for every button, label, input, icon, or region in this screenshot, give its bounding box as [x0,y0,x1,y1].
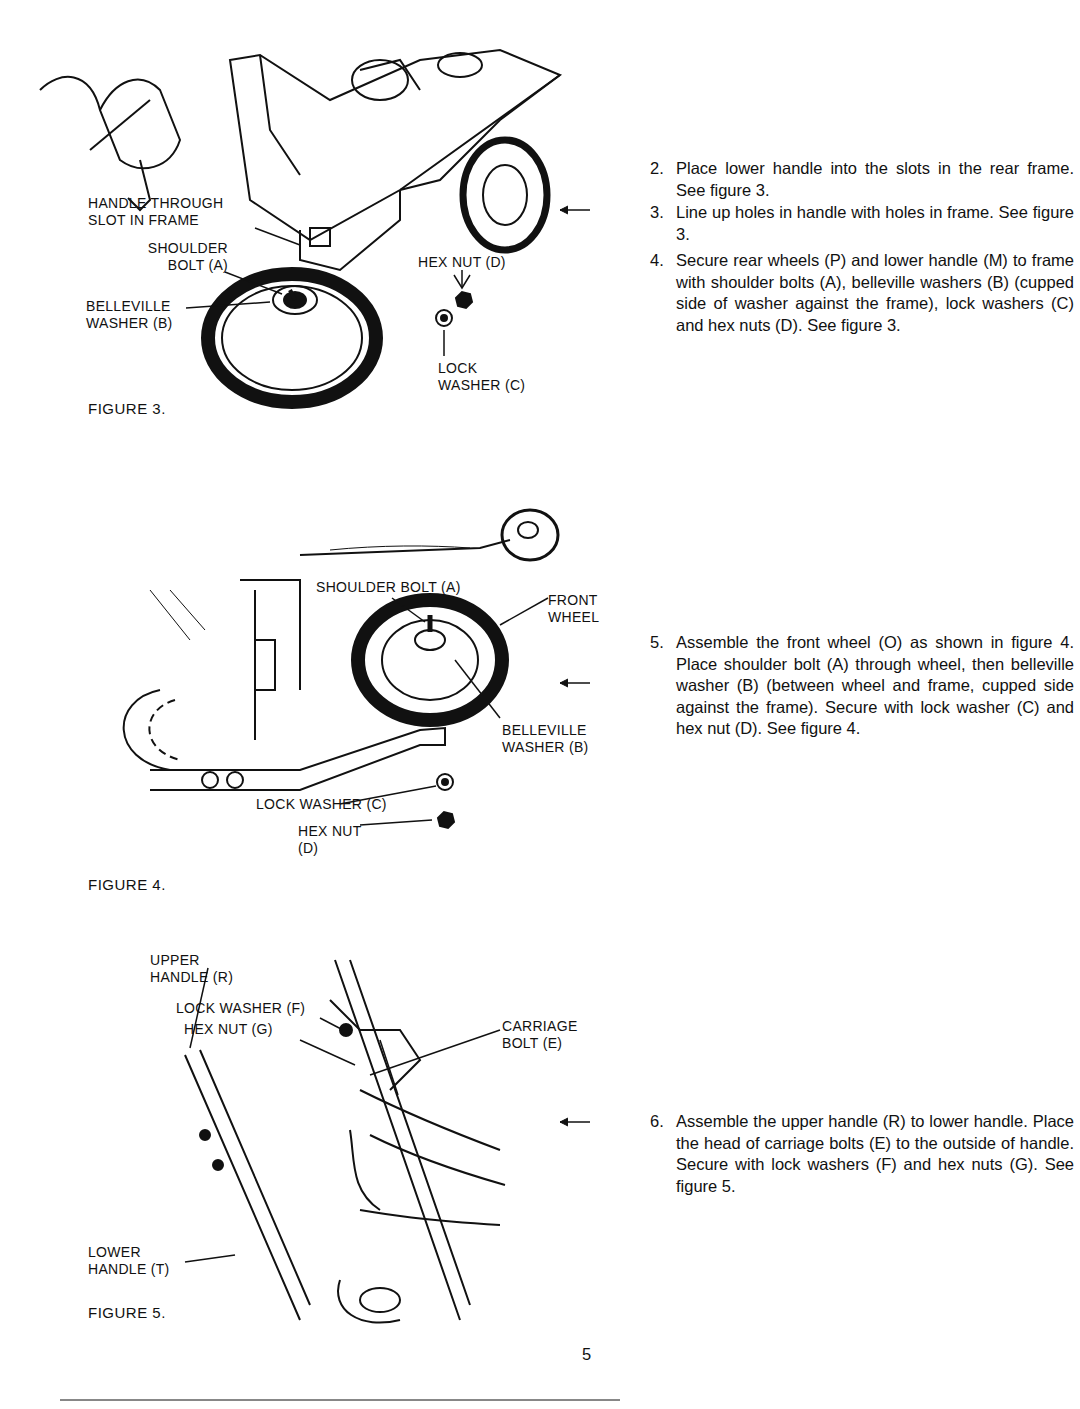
callout-label: LOCK WASHER (F) [176,1000,316,1017]
step-text: Assemble the upper handle (R) to lower h… [676,1111,1074,1197]
bottom-rule [60,1400,620,1401]
callout-label: SHOULDER BOLT (A) [140,240,228,274]
callout-label: FRONT WHEEL [548,592,618,626]
figure-caption: FIGURE 3. [88,400,208,417]
page-number: 5 [582,1344,612,1366]
callout-label: BELLEVILLE WASHER (B) [502,722,602,756]
callout-label: LOWER HANDLE (T) [88,1244,184,1278]
callout-label: HEX NUT (G) [184,1021,294,1038]
step-number: 2. [650,158,672,180]
step-text: Place lower handle into the slots in the… [676,158,1074,201]
callout-label: BELLEVILLE WASHER (B) [86,298,186,332]
figure-3-drawing [40,50,590,402]
figure-caption: FIGURE 5. [88,1304,208,1321]
callout-label: SHOULDER BOLT (A) [316,579,496,596]
figure-caption: FIGURE 4. [88,876,208,893]
callout-label: LOCK WASHER (C) [256,796,396,813]
callout-label: HANDLE THROUGH SLOT IN FRAME [88,195,256,229]
step-text: Assemble the front wheel (O) as shown in… [676,632,1074,740]
step-number: 5. [650,632,672,654]
step-text: Line up holes in handle with holes in fr… [676,202,1074,245]
callout-label: HEX NUT (D) [418,254,528,271]
step-number: 3. [650,202,672,224]
callout-label: LOCK WASHER (C) [438,360,538,394]
figure-4-drawing [124,510,590,828]
step-number: 4. [650,250,672,272]
callout-label: UPPER HANDLE (R) [150,952,240,986]
step-text: Secure rear wheels (P) and lower handle … [676,250,1074,336]
callout-label: HEX NUT (D) [298,823,364,857]
callout-label: CARRIAGE BOLT (E) [502,1018,590,1052]
step-number: 6. [650,1111,672,1133]
